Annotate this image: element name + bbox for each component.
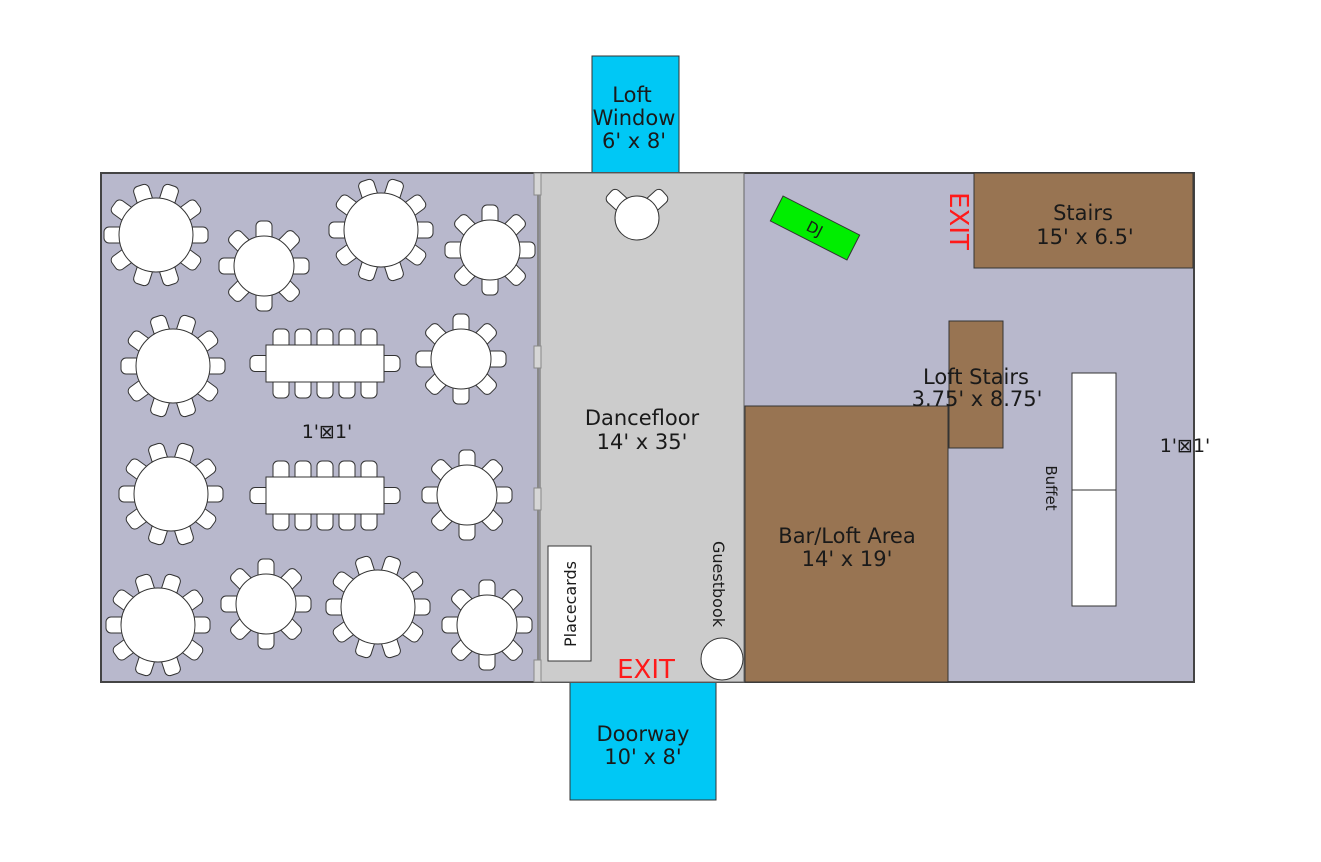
doorway [569, 681, 717, 801]
buffet-tables [1071, 372, 1117, 607]
round-table [325, 555, 431, 659]
stairs-dims: 15' x 6.5' [1036, 225, 1133, 249]
exit-top-label: EXIT [943, 192, 973, 250]
dj-booth: DJ [769, 195, 861, 261]
table-top [340, 569, 416, 645]
round-table [328, 178, 434, 282]
round-table [220, 558, 312, 650]
placecards-table [547, 545, 592, 662]
table-top [430, 328, 492, 390]
round-table [120, 314, 226, 418]
dancefloor-dims: 14' x 35' [597, 430, 688, 454]
banquet-table [249, 460, 401, 531]
stairs-name: Stairs [1053, 201, 1113, 225]
round-table [421, 449, 513, 541]
table-top [233, 235, 295, 297]
round-tables [103, 178, 669, 677]
guestbook-label: Guestbook [709, 541, 728, 628]
doorway-name: Doorway [597, 722, 690, 746]
table-top [459, 219, 521, 281]
table-top [118, 197, 194, 273]
sweetheart-table [605, 188, 669, 241]
dj-label: DJ [803, 217, 825, 240]
banquet-table [249, 328, 401, 399]
bar-name: Bar/Loft Area [778, 524, 915, 548]
round-table [444, 204, 536, 296]
table-top [120, 587, 196, 663]
loft-window-dims: 6' x 8' [602, 129, 666, 153]
loft-stairs [948, 320, 1004, 449]
loft-stairs-dims: 3.75' x 8.75' [912, 387, 1043, 411]
bar-dims: 14' x 19' [802, 547, 893, 571]
round-table [218, 220, 310, 312]
placecards-label: Placecards [561, 561, 580, 647]
round-table [105, 573, 211, 677]
loft-window [591, 55, 680, 174]
doorway-dims: 10' x 8' [604, 745, 681, 769]
loft-window-name-2: Window [593, 106, 676, 130]
exit-bottom-label: EXIT [617, 655, 675, 685]
table-top [343, 192, 419, 268]
table-top [133, 456, 209, 532]
table-top [614, 195, 660, 241]
round-table [441, 579, 533, 671]
bar-loft-area [744, 405, 949, 683]
table-top [456, 594, 518, 656]
scale-label-left: 1'⊠1' [302, 421, 353, 443]
loft-window-name: Loft [612, 83, 651, 107]
table-top [235, 573, 297, 635]
dancefloor-name: Dancefloor [585, 406, 700, 430]
guestbook-table [700, 637, 744, 681]
table-top [265, 344, 385, 383]
round-table [103, 183, 209, 287]
round-table [118, 442, 224, 546]
table-top [436, 464, 498, 526]
partition-hinges [533, 172, 542, 683]
table-top [135, 328, 211, 404]
round-table [415, 313, 507, 405]
scale-label-right: 1'⊠1' [1160, 435, 1211, 457]
loft-stairs-name: Loft Stairs [923, 365, 1029, 389]
buffet-label: Buffet [1042, 465, 1060, 510]
table-top [265, 476, 385, 515]
stairs [973, 172, 1194, 269]
rect-tables [249, 328, 401, 531]
